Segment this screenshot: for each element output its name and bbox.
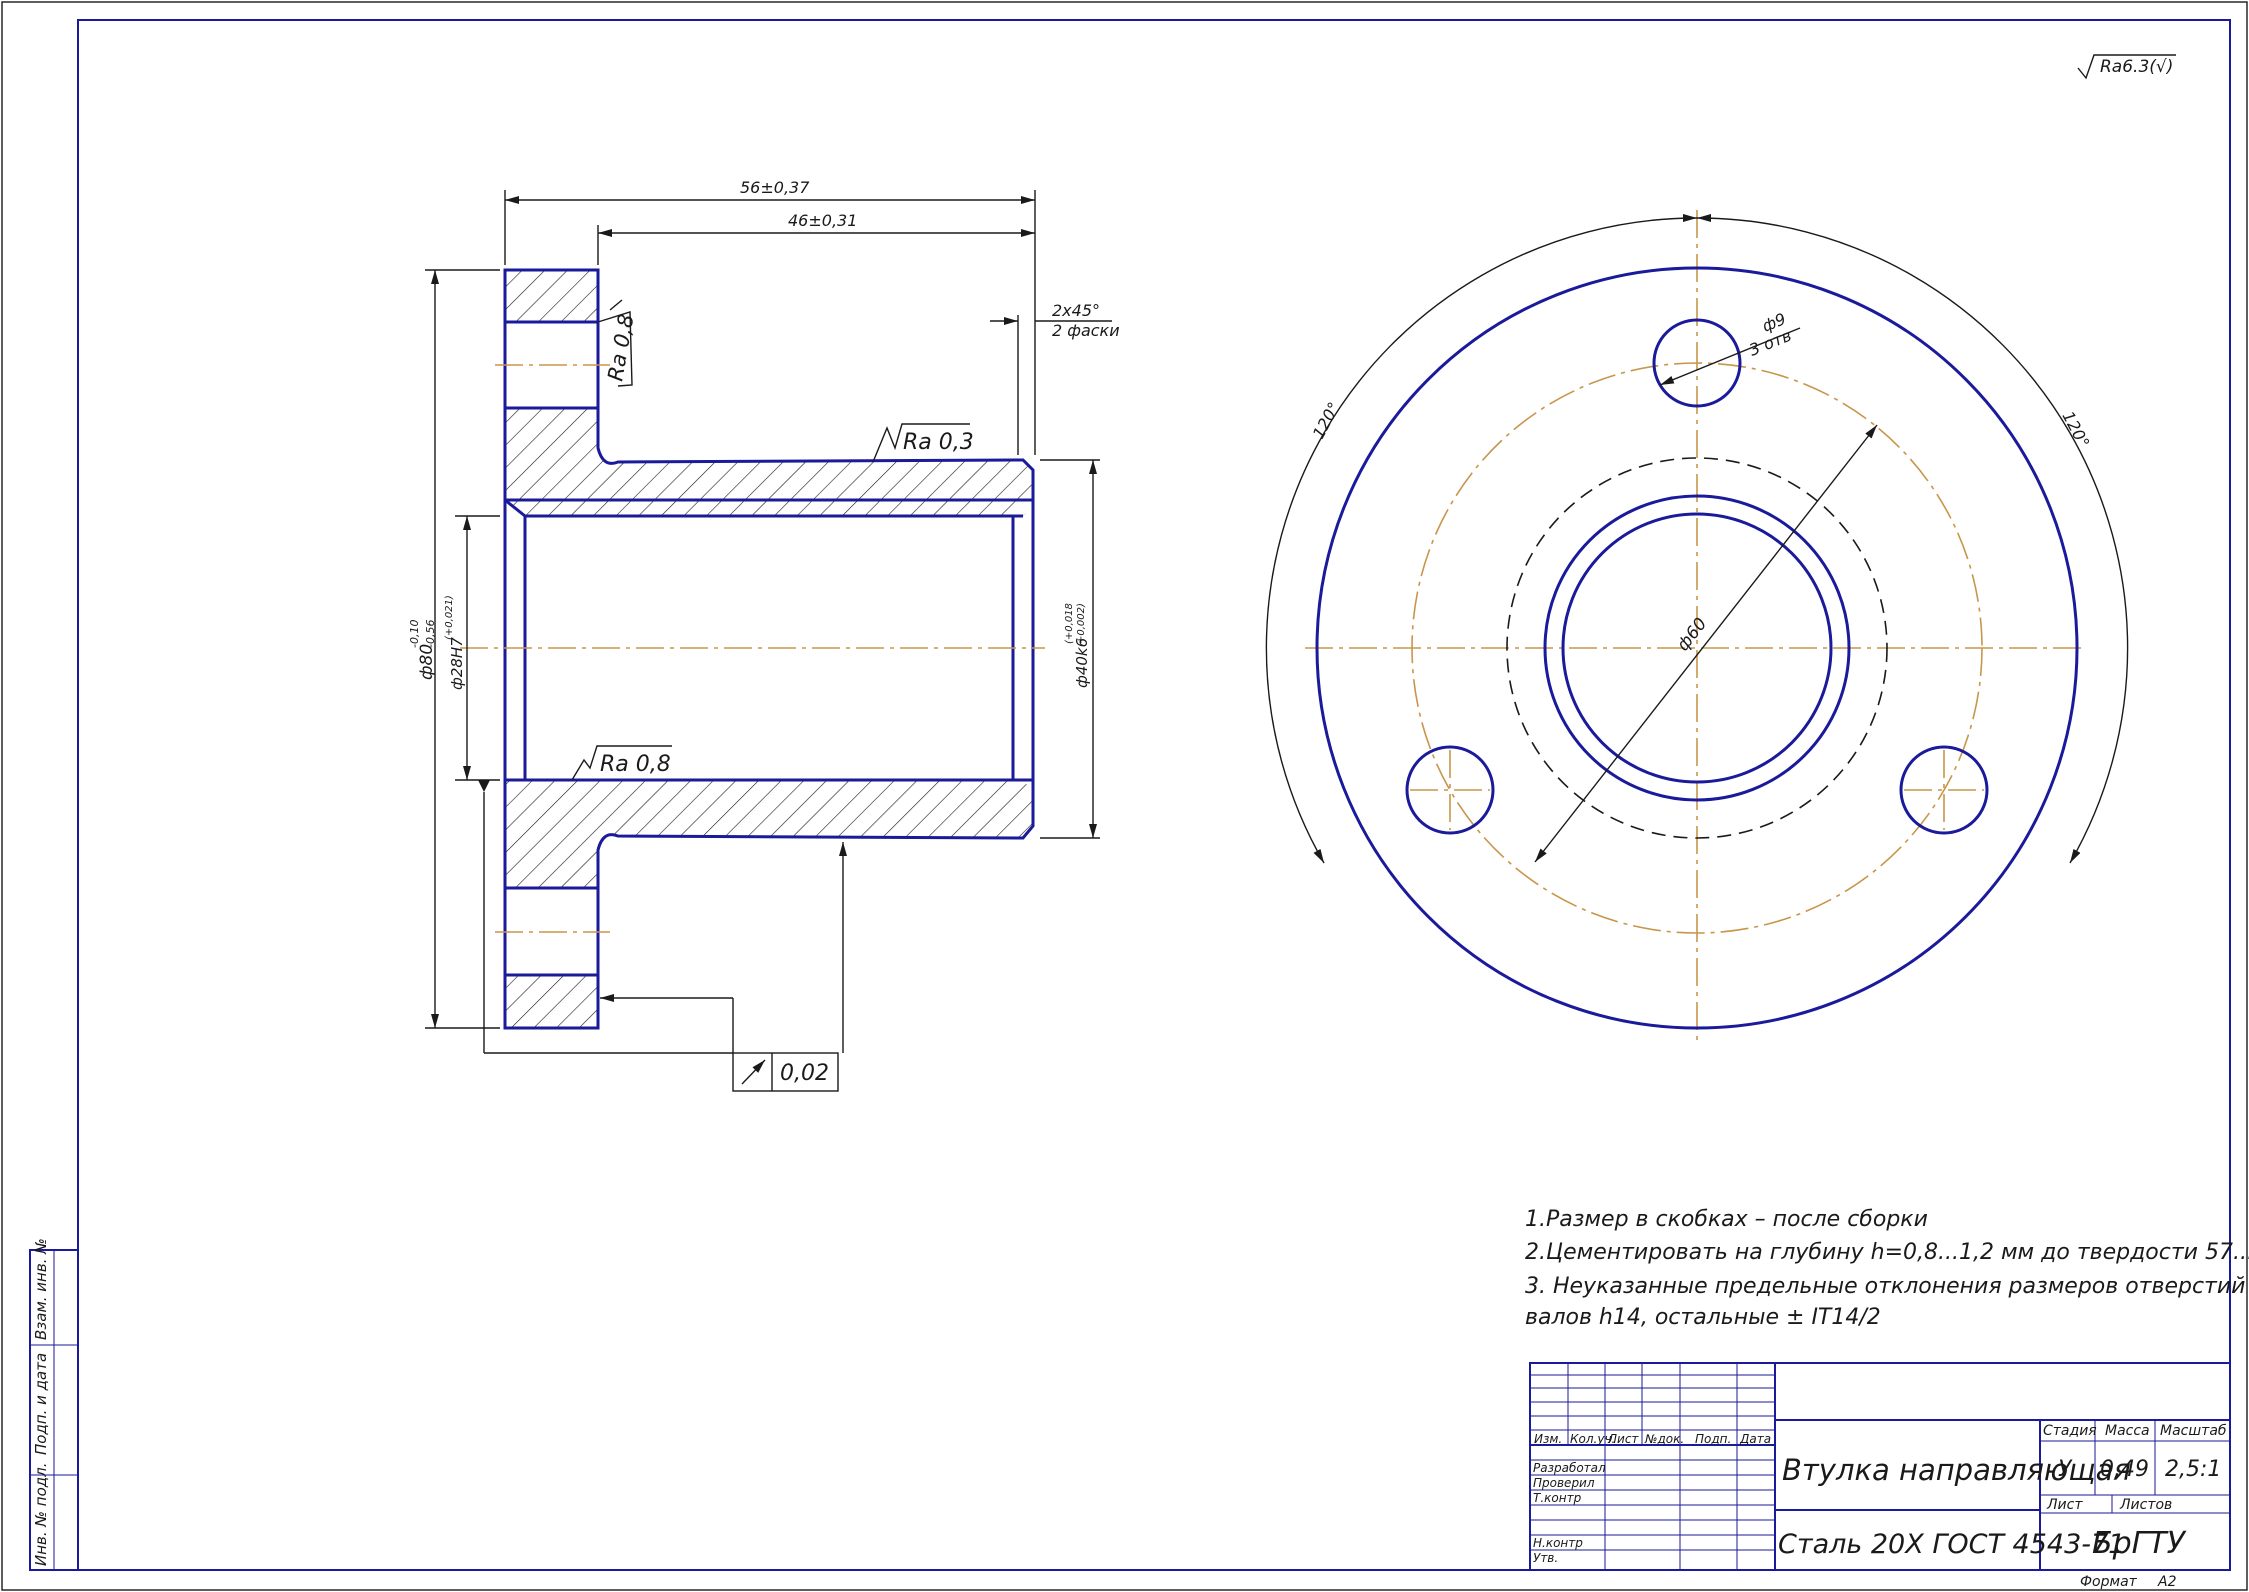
tb-role-approve: Утв.	[1533, 1551, 1558, 1565]
tb-scale-label: Масштаб	[2160, 1423, 2227, 1439]
tb-material: Сталь 20Х ГОСТ 4543-71	[1778, 1529, 2125, 1560]
dim-flange-tol-lower: -0,56	[424, 620, 437, 648]
dim-flange-dia: ф80	[417, 644, 437, 680]
dim-flange-tol-upper: -0,10	[408, 620, 421, 648]
dim-total-length: 56±0,37	[740, 178, 810, 197]
part-outline	[503, 268, 1035, 1030]
tb-sheet-label: Лист	[2046, 1497, 2083, 1513]
note-2: 2.Цементировать на глубину h=0,8...1,2 м…	[1525, 1240, 2249, 1265]
hatch-lower-flange	[505, 975, 598, 1028]
dim-outer: ф40k6	[1073, 638, 1091, 688]
dim-outer-tol-lower: +0,002)	[1076, 603, 1087, 644]
angle-right: 120°	[2058, 408, 2093, 451]
runout-value: 0,02	[780, 1061, 829, 1086]
side-stamp-replace: Взам. инв. №	[32, 1238, 50, 1340]
general-roughness: Ra6.3(√)	[2077, 54, 2176, 80]
dim-bore-tol: (+0,021)	[444, 595, 455, 640]
general-roughness-text: Ra6.3(√)	[2100, 57, 2173, 77]
dim-outer-tol-upper: (+0,018	[1064, 603, 1075, 644]
tb-col-izm: Изм.	[1534, 1432, 1562, 1446]
side-stamp: Взам. инв. № Подп. и дата Инв. № подл.	[29, 1238, 79, 1571]
pitch-dia-label: ф60	[1673, 614, 1711, 655]
drawing-frame	[77, 19, 2231, 1571]
tb-col-koluch: Кол.уч.	[1570, 1432, 1615, 1446]
tb-col-podp: Подп.	[1695, 1432, 1731, 1446]
ra-bore: Ra 0,8	[600, 752, 671, 777]
tb-format-value: А2	[2157, 1574, 2177, 1590]
angle-left: 120°	[1309, 399, 1344, 442]
tb-organization: БрГТУ	[2092, 1526, 2187, 1561]
note-3-cont: валов h14, остальные ± IT14/2	[1525, 1305, 1881, 1330]
tb-stage-label: Стадия	[2043, 1423, 2097, 1439]
tb-mass-label: Масса	[2105, 1423, 2150, 1439]
tb-role-tcontrol: Т.контр	[1533, 1491, 1582, 1505]
section-view: 56±0,37 46±0,31 2x45° 2 фаски Ra 0,8 Ra …	[408, 178, 1120, 1092]
ra-flange-hole: Ra 0,8	[603, 312, 638, 383]
tb-role-developer: Разработал	[1533, 1461, 1606, 1475]
chamfer-note: 2 фаски	[1052, 321, 1120, 340]
runout-frame	[732, 1052, 839, 1092]
hatch-lower-body	[505, 780, 1033, 888]
tb-role-ncontrol: Н.контр	[1533, 1536, 1583, 1550]
tb-part-name: Втулка направляющая	[1782, 1453, 2131, 1487]
tb-role-checker: Проверил	[1533, 1476, 1595, 1490]
tb-col-list: Лист	[1607, 1432, 1639, 1446]
chamfer-size: 2x45°	[1052, 301, 1100, 320]
tb-sheets-label: Листов	[2119, 1497, 2172, 1513]
tb-col-data: Дата	[1739, 1432, 1771, 1446]
hatch-upper-flange	[505, 270, 598, 322]
tb-stage-value: У	[2058, 1457, 2073, 1482]
technical-notes: 1.Размер в скобках – после сборки 2.Цеме…	[1525, 1207, 2249, 1330]
ra-outer: Ra 0,3	[903, 430, 974, 455]
tb-format-label: Формат	[2080, 1574, 2138, 1590]
front-view: ф9 3 отв ф60 120° 120°	[1265, 210, 2129, 1040]
note-3: 3. Неуказанные предельные отклонения раз…	[1525, 1274, 2249, 1299]
side-stamp-inv: Инв. № подл.	[32, 1463, 50, 1566]
side-stamp-sign: Подп. и дата	[32, 1353, 50, 1455]
note-1: 1.Размер в скобках – после сборки	[1525, 1207, 1928, 1232]
dim-sleeve-length: 46±0,31	[788, 211, 857, 230]
tb-mass-value: 0,49	[2100, 1457, 2149, 1482]
title-block: Изм. Кол.уч. Лист №док. Подп. Дата Разра…	[1529, 1362, 2231, 1590]
tb-col-ndok: №док.	[1644, 1432, 1684, 1446]
tb-scale-value: 2,5:1	[2165, 1457, 2221, 1482]
dim-bore: ф28H7	[448, 637, 466, 690]
